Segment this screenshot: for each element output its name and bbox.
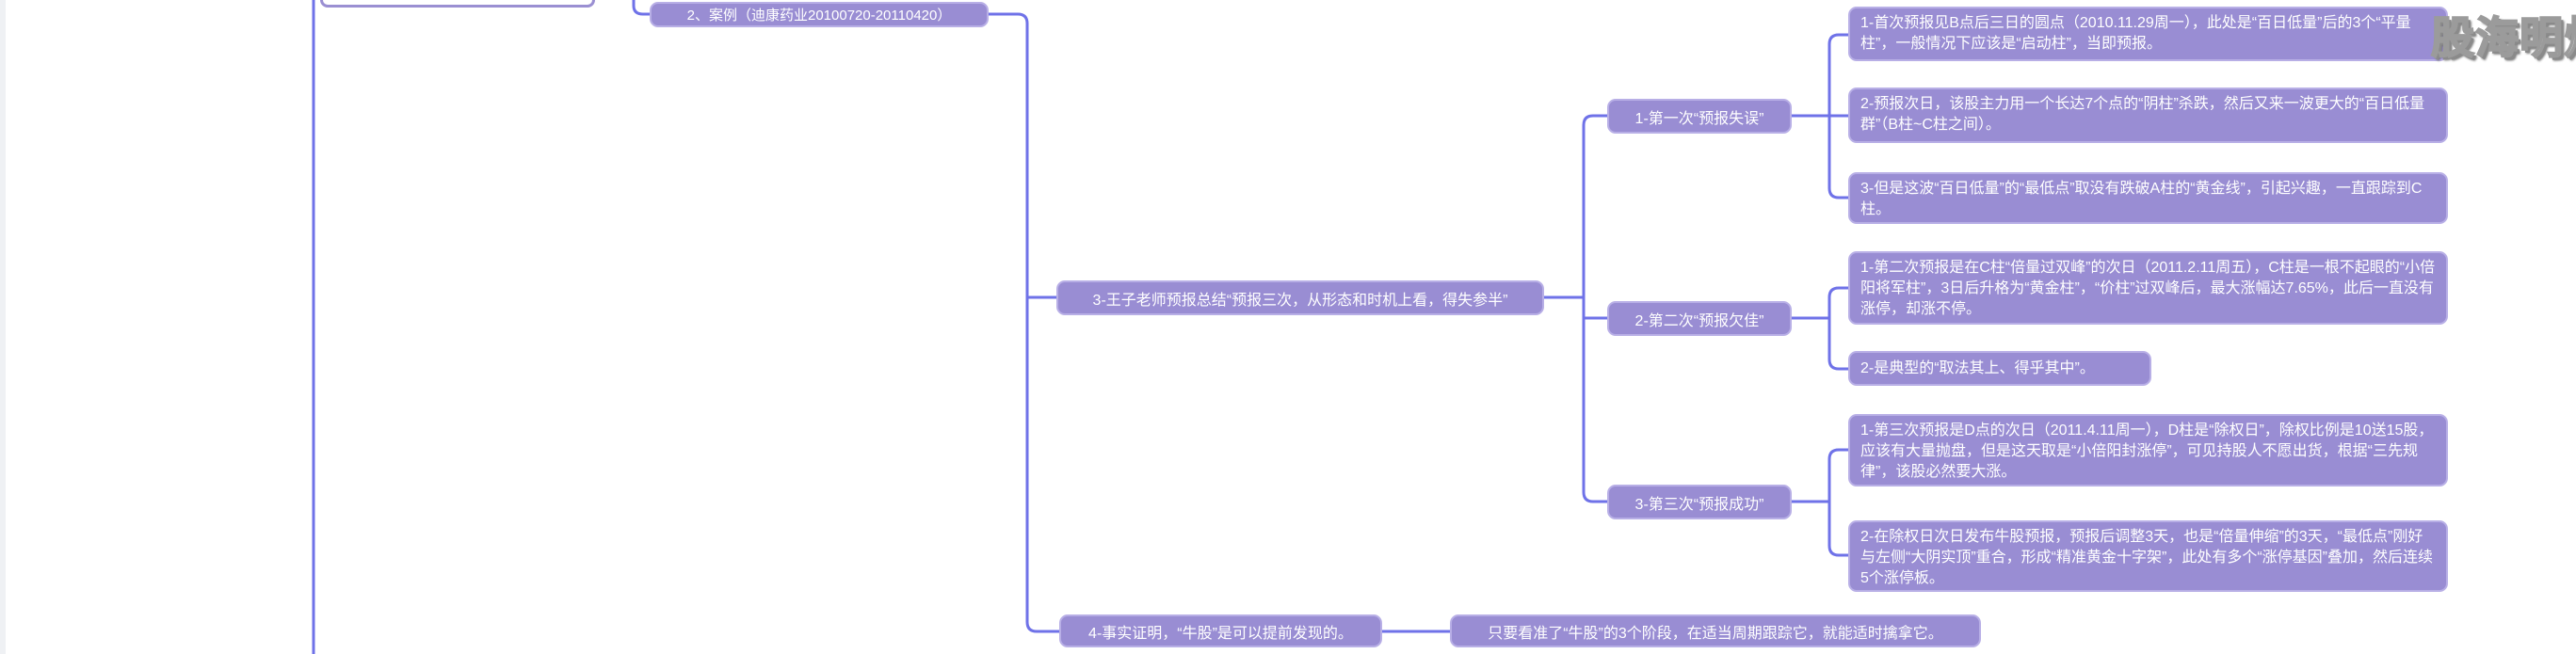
leaf-node[interactable]: 1-第二次预报是在C柱“倍量过双峰”的次日（2011.2.11周五），C柱是一根… <box>1848 251 2448 325</box>
leaf-node[interactable]: 1-第三次预报是D点的次日（2011.4.11周一），D柱是“除权日”，除权比例… <box>1848 414 2448 487</box>
leaf-node[interactable]: 2-是典型的“取法其上、得乎其中”。 <box>1848 351 2151 386</box>
canvas-left-gutter <box>0 0 6 654</box>
branch3-leaf1-elbow <box>1827 448 1848 502</box>
spine-to-branch3 <box>1582 297 1607 503</box>
branch-node-third-forecast[interactable]: 3-第三次“预报成功” <box>1607 485 1792 519</box>
case-node-inbound-elbow <box>632 0 650 16</box>
leaf-node[interactable]: 3-但是这波“百日低量”的“最低点”取没有跌破A柱的“黄金线”，引起兴趣，一直跟… <box>1848 172 2448 224</box>
spine-to-branch1 <box>1582 114 1607 297</box>
branch1-leaf3-elbow <box>1827 116 1848 199</box>
branch1-leaf1-elbow <box>1827 33 1848 116</box>
branch2-leaf2-elbow <box>1827 318 1848 371</box>
clipped-topic-node[interactable] <box>320 0 595 8</box>
topic-node-fact[interactable]: 4-事实证明，“牛股”是可以提前发现的。 <box>1059 614 1382 647</box>
leaf-node[interactable]: 2-预报次日，该股主力用一个长达7个点的“阴柱”杀跌，然后又来一波更大的“百日低… <box>1848 88 2448 143</box>
topic-node-summary[interactable]: 3-王子老师预报总结“预报三次，从形态和时机上看，得失参半” <box>1056 280 1544 315</box>
branch3-leaf2-elbow <box>1827 502 1848 557</box>
leaf-node[interactable]: 1-首次预报见B点后三日的圆点（2010.11.29周一），此处是“百日低量”后… <box>1848 7 2448 61</box>
branch-node-second-forecast[interactable]: 2-第二次“预报欠佳” <box>1607 301 1792 336</box>
watermark-text: 股海明灯 <box>2430 12 2576 63</box>
leaf-node[interactable]: 2-在除权日次日发布牛股预报，预报后调整3天，也是“倍量伸缩”的3天，“最低点”… <box>1848 520 2448 592</box>
topic-node-case[interactable]: 2、案例（迪康药业20100720-20110420） <box>650 2 989 27</box>
leaf-node-fact-detail[interactable]: 只要看准了“牛股”的3个阶段，在适当周期跟踪它，就能适时擒拿它。 <box>1450 614 1981 647</box>
branch-node-first-forecast[interactable]: 1-第一次“预报失误” <box>1607 99 1792 134</box>
case-children-spine <box>989 12 1059 633</box>
branch2-leaf1-elbow <box>1827 286 1848 318</box>
